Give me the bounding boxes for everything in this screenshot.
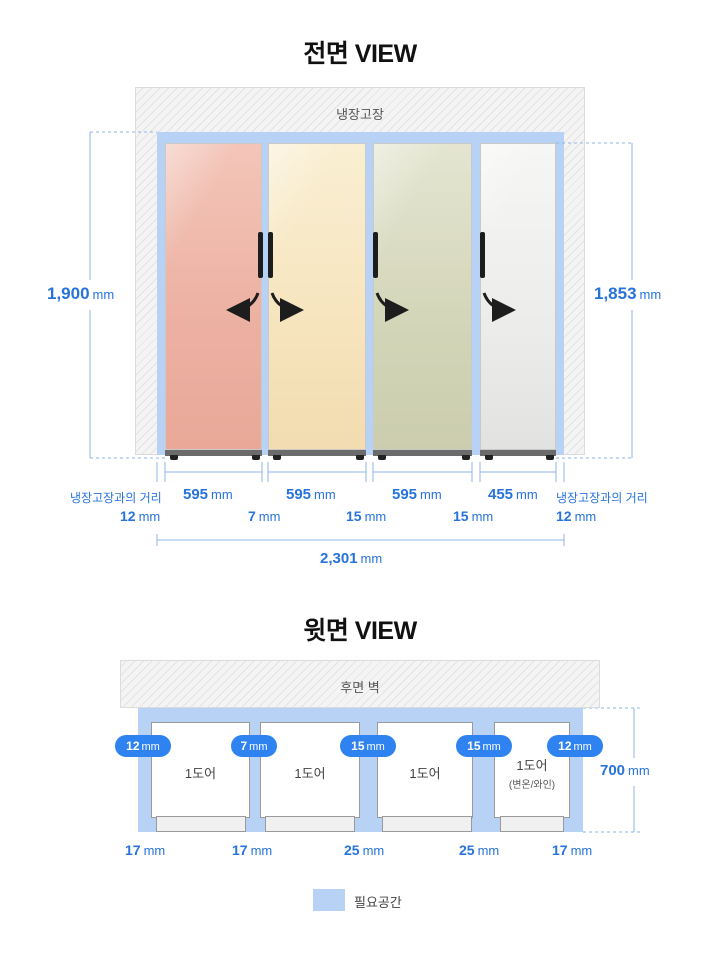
plinth-1 — [156, 816, 246, 832]
fridge-door-4 — [480, 143, 556, 450]
fridge-foot — [356, 455, 364, 460]
door-handle — [268, 232, 273, 278]
fridge-door-3 — [373, 143, 472, 450]
rear-wall-label: 후면 벽 — [340, 680, 380, 695]
door-handle — [373, 232, 378, 278]
top-unit-label: 1도어 — [409, 766, 441, 781]
fridge-foot — [485, 455, 493, 460]
fridge-foot — [546, 455, 554, 460]
door-handle — [480, 232, 485, 278]
plinth-4 — [500, 816, 564, 832]
top-unit-sublabel: (변온/와인) — [508, 780, 556, 791]
rear-wall-hatch — [120, 660, 600, 708]
top-unit-label: 1도어 — [516, 758, 548, 773]
fridge-door-2 — [268, 143, 366, 450]
front-view-title: 전면 VIEW — [303, 40, 417, 68]
top-view-title: 윗면 VIEW — [303, 617, 417, 645]
fridge-base-1 — [165, 450, 262, 456]
plinth-2 — [265, 816, 355, 832]
fridge-base-4 — [480, 450, 556, 456]
door-swing-arrow — [270, 292, 304, 322]
door-swing-arrow — [226, 292, 260, 322]
door-handle — [258, 232, 263, 278]
fridge-foot — [378, 455, 386, 460]
top-unit-1: 1도어 — [151, 722, 250, 818]
fridge-foot — [252, 455, 260, 460]
legend-swatch — [313, 889, 345, 911]
fridge-base-3 — [373, 450, 472, 456]
fridge-base-2 — [268, 450, 366, 456]
door-swing-arrow — [482, 292, 516, 322]
legend-label: 필요공간 — [354, 895, 402, 910]
fridge-foot — [462, 455, 470, 460]
side-note-right: 냉장고장과의 거리 — [556, 491, 648, 505]
plinth-3 — [382, 816, 472, 832]
door-swing-arrow — [375, 292, 409, 322]
top-unit-label: 1도어 — [294, 766, 326, 781]
fridge-door-1 — [165, 143, 262, 450]
cabinet-label: 냉장고장 — [336, 107, 384, 122]
fridge-foot — [170, 455, 178, 460]
side-note-left: 냉장고장과의 거리 — [70, 491, 162, 505]
top-unit-label: 1도어 — [184, 766, 217, 781]
fridge-foot — [273, 455, 281, 460]
